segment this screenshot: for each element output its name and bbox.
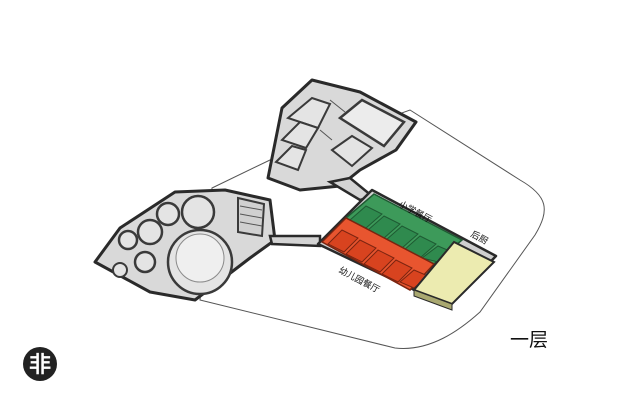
site-boundary (199, 109, 545, 349)
studio-logo-icon: 非 (23, 347, 57, 381)
building-connector-west (268, 234, 322, 248)
svg-text:非: 非 (29, 353, 51, 378)
kitchen-block (412, 240, 496, 311)
building-west-wing (93, 188, 277, 302)
building-north-wing (266, 78, 418, 192)
kindergarten-dining-hall (320, 217, 436, 291)
floor-label: 一层 (510, 329, 548, 351)
